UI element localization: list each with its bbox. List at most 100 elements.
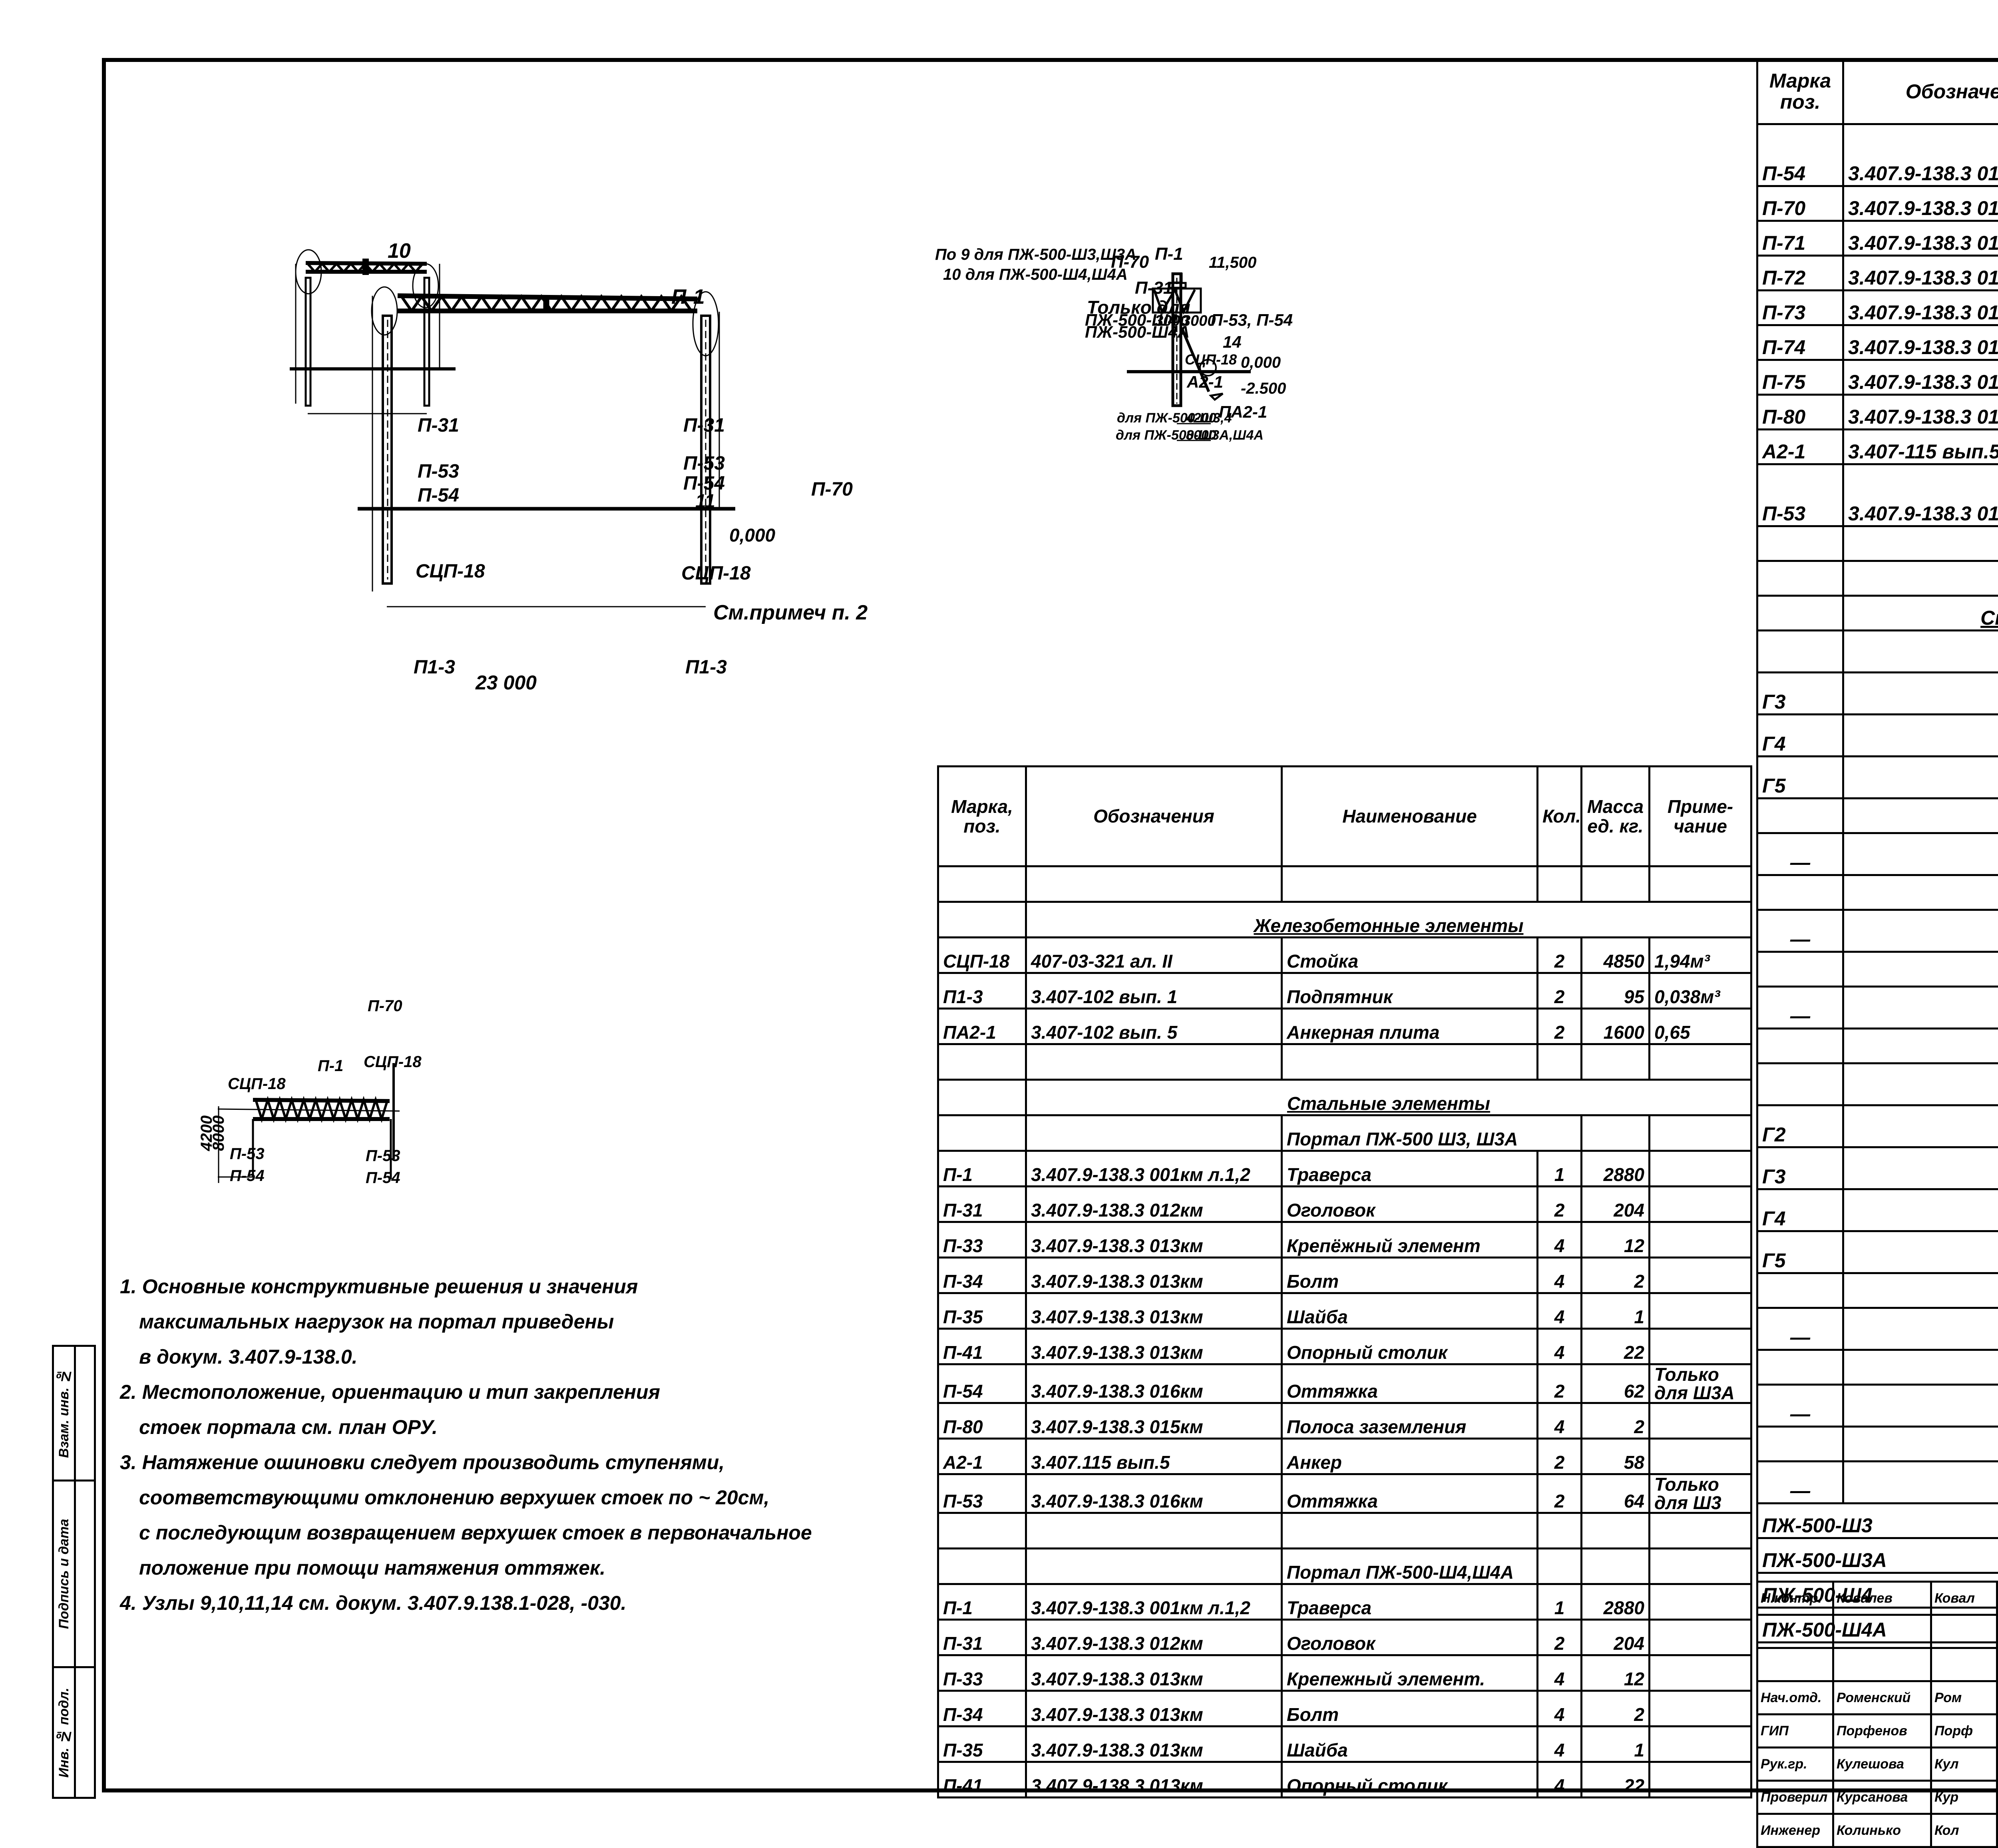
inv-orig-cell [75,1667,95,1798]
cell-designation: 3.407.9-138.3 001км л.1,2 [1026,1584,1282,1620]
note-3-line-3: с последующим возвращением верхушек стое… [120,1515,927,1550]
cell-note [1650,1151,1751,1187]
side-label-p70: П-70 [1111,252,1149,272]
sig-role: Нач.отд. [1757,1681,1833,1715]
cell-qty: 4 [1538,1258,1582,1293]
cell-mark: П-34 [938,1258,1026,1293]
sig-name: Ковалев [1833,1582,1931,1615]
cell-note [1650,1403,1751,1439]
cell-mark: П-73 [1757,290,1843,325]
col-header-mass: Масса ед. кг. [1582,767,1650,866]
group-portal-sh3: Портал ПЖ-500 Ш3, Ш3А [1282,1115,1582,1151]
sig-sign: Ковал [1931,1582,1997,1615]
cell-mark: П-35 [938,1293,1026,1329]
section-steel-elements: Стальные элементы [1026,1080,1751,1115]
replace-inv-label: Взам. инв. № [53,1346,75,1481]
cell-mark: ПА2-1 [938,1009,1026,1044]
cell-mass: 64 [1582,1474,1650,1513]
table-row: Г3Болт М24х80.58-0112 ГОСТ 7798-70*12 [1757,672,1998,714]
general-notes: 1. Основные конструктивные решения и зна… [120,1269,927,1621]
cell-mark: П-53 [1757,464,1843,526]
cell-qty: 4 [1538,1293,1582,1329]
table-row: —Шайба 24.0112 ГОСТ 11371-78*32 [1757,910,1998,952]
cell-name: Опорный столик [1282,1762,1538,1798]
total-portal: ПЖ-500-Ш3 [1757,1503,1998,1538]
total-portal: ПЖ-500-Ш3А [1757,1538,1998,1573]
signature-row: Рук.гр.КулешоваКул15.II.85 [1757,1748,1998,1781]
cell-mark: П-74 [1757,325,1843,360]
cell-note: 0,65 [1650,1009,1751,1044]
cell-designation: 3.407.9-138.3 016км [1026,1364,1282,1403]
side-view-drawing: П-1 П-70 П-31 Только для ПЖ-500-Ш4 ПЖ-50… [1079,240,1638,759]
cell-mark: Г2 [1757,1105,1843,1147]
cell-qty: 4 [1538,1691,1582,1727]
cell-qty: 2 [1538,1620,1582,1655]
sig-name: Колинько [1833,1814,1931,1847]
cell-designation: 3.407.9-138.3 018км [1843,221,1998,255]
sig-name: Курсанова [1833,1781,1931,1814]
cell-mass: 1 [1582,1293,1650,1329]
label-see-note: См.примеч п. 2 [713,601,868,624]
plan-label-p54-left: П-54 [230,1167,265,1185]
table-row: —Гайка 24.5-0112 ГОСТ 5915-70*32 [1757,833,1998,875]
table-row: П-733.407.9-138.3 018км"110 [1757,290,1998,325]
specification-table-continued: Марка поз. Обозначение Наименование Кол.… [1756,58,1998,1643]
side-dim-anchor: -2.500 [1241,380,1286,397]
table-row: Г3Болт М24х80.58-0112 ГОСТ 7798-70*12 [1757,1147,1998,1189]
cell-mark: Г4 [1757,1189,1843,1231]
cell-mark: — [1757,986,1843,1028]
cell-name: Стойка [1282,938,1538,973]
cell-name: Оголовок [1282,1620,1538,1655]
label-p31-right: П-31 [683,415,725,436]
cell-note [1650,1329,1751,1364]
table-row: Г5Болт М24х90.58-0112 ГОСТ 7798-70*4 [1757,1231,1998,1273]
total-row: ПЖ-500-Ш3АИтого:3596 [1757,1538,1998,1573]
cell-mark: — [1757,910,1843,952]
col-header-designation: Обозначение [1843,59,1998,124]
cell-designation: 3.407-102 вып. 1 [1026,973,1282,1009]
label-p31-left: П-31 [418,415,459,436]
cell-name: Оголовок [1282,1187,1538,1222]
cell-mark: П-72 [1757,255,1843,290]
cell-name: Болт [1282,1691,1538,1727]
side-dist1: 4200 [1186,410,1216,426]
cell-name: Полоса заземления [1282,1403,1538,1439]
cell-mass: 62 [1582,1364,1650,1403]
plan-label-p1: П-1 [318,1057,343,1075]
cell-qty: 2 [1538,1474,1582,1513]
cell-qty: 4 [1538,1329,1582,1364]
cell-qty: 2 [1538,973,1582,1009]
cell-mark: П-35 [938,1727,1026,1762]
cell-qty: 2 [1538,1364,1582,1403]
signature-row: ГИППорфеновПорф15.II.85 [1757,1715,1998,1748]
sig-role: Н.контр. [1757,1582,1833,1615]
plan-label-scp18-left: СЦП-18 [228,1075,286,1093]
cell-mark: — [1757,833,1843,875]
cell-designation: 3.407.9-138.3 015км [1026,1403,1282,1439]
cell-name: Подпятник [1282,973,1538,1009]
cell-mass: 2 [1582,1258,1650,1293]
table-row: П-533.407.9-138.3 016кмОттяжка264Только … [1757,464,1998,526]
cell-designation: 3.407.9-138.3 013км [1026,1329,1282,1364]
cell-mass: 204 [1582,1187,1650,1222]
side-stamp: Взам. инв. № Подпись и дата Инв. № подл. [52,1345,96,1788]
side-dist2: 8000 [1186,428,1216,443]
specification-table-main: Марка, поз. Обозначения Наименование Кол… [937,765,1752,1798]
cell-note [1650,1187,1751,1222]
cell-note: Только для Ш3А [1650,1364,1751,1403]
cell-mark: П-80 [1757,394,1843,429]
cell-mark: П1-3 [938,973,1026,1009]
cell-note [1650,1222,1751,1258]
cell-qty: 2 [1538,1009,1582,1044]
label-p53-left: П-53 [418,461,459,482]
sig-sign: Кур [1931,1781,1997,1814]
cell-mass: 2880 [1582,1584,1650,1620]
cell-note: 0,038м³ [1650,973,1751,1009]
